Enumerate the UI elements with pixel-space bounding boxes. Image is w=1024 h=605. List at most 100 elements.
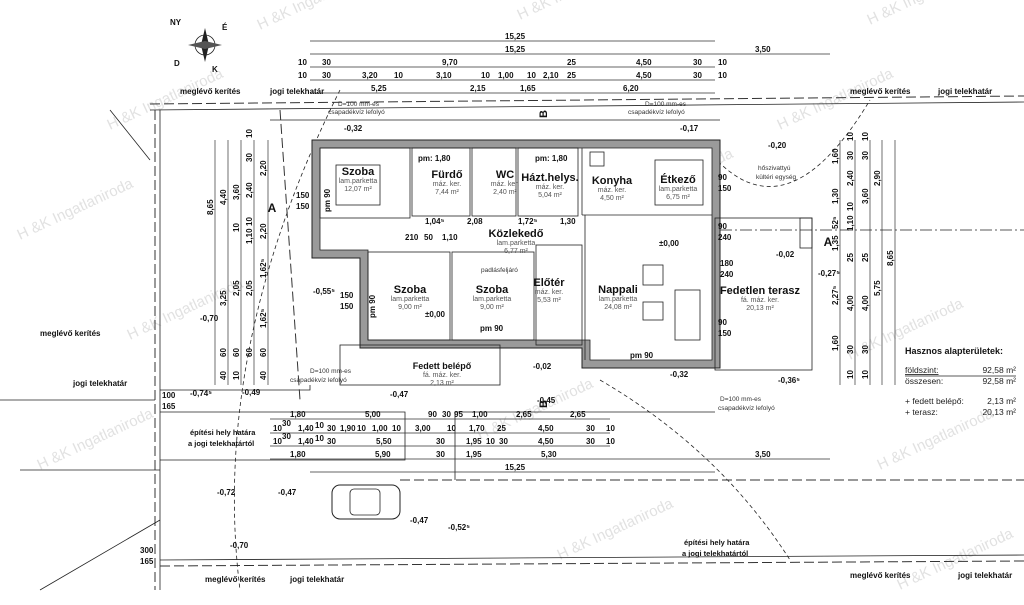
dim-label: 10 xyxy=(861,370,870,379)
dim-label: 1,10 xyxy=(846,215,855,231)
dim-label: 5,30 xyxy=(541,450,557,459)
fence-label: meglévő kerítés xyxy=(850,87,911,96)
dim-label: 2,20 xyxy=(259,160,268,176)
dim-label: 1,30 xyxy=(560,217,576,226)
elevation-label: -0,70 xyxy=(200,314,219,323)
room-name: Szoba xyxy=(476,284,509,296)
watermark-text: H &K Ingatlaniroda xyxy=(255,0,377,34)
room-name: Fedetlen terasz xyxy=(720,285,801,297)
dim-label: 2,20 xyxy=(259,223,268,239)
dim-label: 5,00 xyxy=(365,410,381,419)
room-name: Közlekedő xyxy=(488,228,543,240)
opening-label: 165 xyxy=(140,557,154,566)
room-floor: lam.parketta xyxy=(659,186,698,193)
compass-south: D xyxy=(174,59,180,68)
dim-label: 2,65 xyxy=(516,410,532,419)
elevation-label: -0,17 xyxy=(680,124,699,133)
room-area: 6,77 m² xyxy=(504,248,528,255)
dim-label: 1,30 xyxy=(831,188,840,204)
dim-label: 10 xyxy=(846,202,855,211)
room-name: Előtér xyxy=(533,277,565,289)
dim-label: 10 xyxy=(232,371,241,380)
dim-label: 10 xyxy=(232,223,241,232)
build-line-label: építési hely határa xyxy=(190,428,256,437)
elevation-label: -0,27⁵ xyxy=(818,269,840,278)
room-area: 9,00 m² xyxy=(480,304,504,311)
opening-label: 240 xyxy=(718,233,732,242)
opening-label: 150 xyxy=(718,184,732,193)
room-floor: máz. ker. xyxy=(491,181,519,188)
dim-label: 5,75 xyxy=(873,280,882,296)
dim-label: 2,05 xyxy=(245,280,254,296)
watermark-text: H &K Ingatlaniroda xyxy=(15,175,137,244)
building xyxy=(311,139,813,386)
dim-label: 30 xyxy=(327,424,336,433)
opening-label: 100 xyxy=(162,391,176,400)
drain-label: D=100 mm-es xyxy=(720,396,762,403)
room-name: Nappali xyxy=(598,284,638,296)
dim-label: 25 xyxy=(567,71,576,80)
opening-label: 150 xyxy=(718,329,732,338)
dim-label: 10 xyxy=(861,132,870,141)
dim-label: 2,27⁵ xyxy=(831,285,840,305)
summary-value: 20,13 m² xyxy=(982,407,1016,417)
dim-label: 30 xyxy=(861,345,870,354)
boundary-label: jogi telekhatár xyxy=(269,87,324,96)
dim-label: 3,20 xyxy=(362,71,378,80)
elevation-label: -0,20 xyxy=(768,141,787,150)
dim-label: 40 xyxy=(219,371,228,380)
summary-value: 92,58 m² xyxy=(982,376,1016,386)
room-name: Étkező xyxy=(660,173,696,186)
dim-label: 30 xyxy=(436,450,445,459)
dim-label: 2,10 xyxy=(543,71,559,80)
dim-label: 1,10 xyxy=(442,233,458,242)
compass-icon: É NY K D xyxy=(170,18,228,74)
dim-label: 1,40 xyxy=(298,437,314,446)
dim-label: 10 xyxy=(606,437,615,446)
room-area: 2,13 m² xyxy=(430,380,454,387)
dim-label: 4,50 xyxy=(636,71,652,80)
build-line-label: építési hely határa xyxy=(684,538,750,547)
fence-label: meglévő kerítés xyxy=(180,87,241,96)
room-area: 4,50 m² xyxy=(600,195,624,202)
heatpump-label: kültéri egység xyxy=(756,174,796,181)
dim-label: 1,35 xyxy=(831,235,840,251)
elevation-label: -0,02 xyxy=(533,362,552,371)
dim-label: 1,62⁵ xyxy=(259,308,268,328)
dim-label: 1,70 xyxy=(469,424,485,433)
window-label: pm 90 xyxy=(323,188,332,212)
room-name: Konyha xyxy=(592,175,633,187)
dim-label: 1,10 xyxy=(245,228,254,244)
dim-label: 15,25 xyxy=(505,463,526,472)
room-area: 6,75 m² xyxy=(666,194,690,201)
opening-label: 300 xyxy=(140,546,154,555)
elevation-label: -0,52⁵ xyxy=(448,523,470,532)
dim-label: 10 xyxy=(273,437,282,446)
dim-label: 15,25 xyxy=(505,45,526,54)
dim-label: 10 xyxy=(392,424,401,433)
dim-label: 10 xyxy=(527,71,536,80)
room-area: 12,07 m² xyxy=(344,186,372,193)
room-area: 5,04 m² xyxy=(538,192,562,199)
watermark-text: H &K Ingatlaniroda xyxy=(555,495,677,564)
plot-boundaries xyxy=(0,89,1024,591)
dim-label: 25 xyxy=(861,253,870,262)
room-name: Fedett belépő xyxy=(413,361,472,371)
watermark-text: H &K Ingatlaniroda xyxy=(865,0,987,29)
dim-label: 1,80 xyxy=(290,450,306,459)
dim-label: 3,50 xyxy=(755,450,771,459)
dim-label: 4,50 xyxy=(538,424,554,433)
dim-label: 95 xyxy=(454,410,463,419)
dim-label: 30 xyxy=(245,153,254,162)
dim-label: 3,60 xyxy=(861,188,870,204)
opening-label: 150 xyxy=(296,202,310,211)
room-area: 24,08 m² xyxy=(604,304,632,311)
elevation-label: -0,36⁵ xyxy=(778,376,800,385)
dim-label: 60 xyxy=(219,348,228,357)
dim-label: 4,00 xyxy=(846,295,855,311)
section-marker-a: A xyxy=(268,201,277,215)
dim-label: 10 xyxy=(298,58,307,67)
